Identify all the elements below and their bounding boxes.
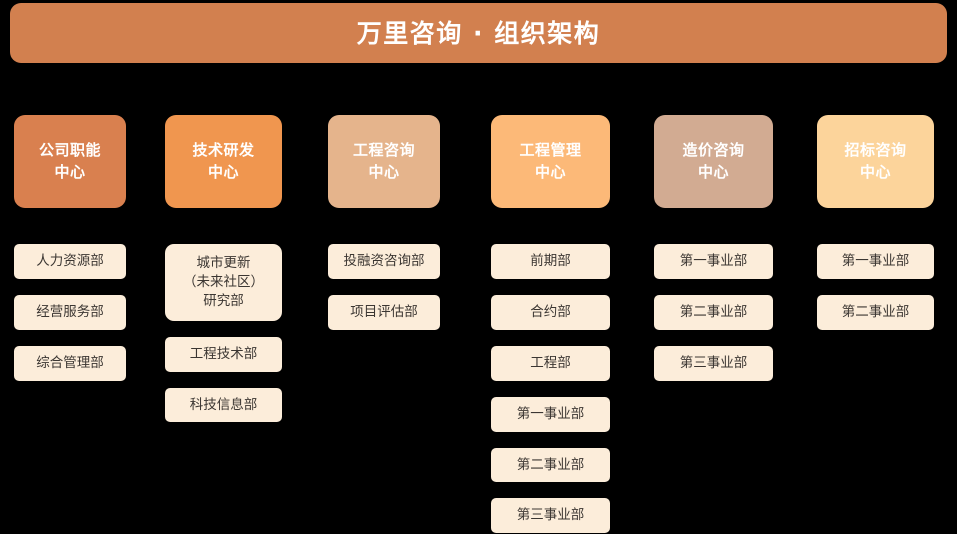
column-header-line-1: 造价咨询 <box>682 140 745 159</box>
department-label: 工程技术部 <box>190 345 258 364</box>
column-items-3: 投融资咨询部项目评估部 <box>328 244 440 330</box>
department-box[interactable]: 人力资源部 <box>14 244 126 279</box>
department-label-line: （未来社区） <box>183 273 264 290</box>
column-header-line-2: 中心 <box>697 162 729 181</box>
department-label-line: 工程技术部 <box>189 345 258 362</box>
column-header-label: 技术研发中心 <box>192 140 254 184</box>
department-label: 投融资咨询部 <box>344 252 425 271</box>
department-box[interactable]: 第三事业部 <box>654 345 773 381</box>
department-box[interactable]: 第三事业部 <box>491 498 610 534</box>
column-items-5: 第一事业部第二事业部第三事业部 <box>654 244 773 381</box>
department-box[interactable]: 综合管理部 <box>14 345 126 381</box>
column-header-label: 造价咨询中心 <box>682 140 744 184</box>
department-label: 人力资源部 <box>36 252 104 271</box>
department-label: 前期部 <box>530 252 571 271</box>
org-column-1: 公司职能中心人力资源部经营服务部综合管理部 <box>14 115 126 381</box>
department-box[interactable]: 投融资咨询部 <box>328 244 440 279</box>
department-box[interactable]: 工程技术部 <box>165 336 282 372</box>
column-items-1: 人力资源部经营服务部综合管理部 <box>14 244 126 381</box>
department-box[interactable]: 第二事业部 <box>491 447 610 483</box>
column-header-line-2: 中心 <box>368 162 400 181</box>
department-box[interactable]: 科技信息部 <box>165 387 282 423</box>
department-label-line: 人力资源部 <box>36 253 104 269</box>
department-label-line: 第二事业部 <box>841 303 910 320</box>
column-header-label: 公司职能中心 <box>39 140 101 184</box>
column-items-2: 城市更新 （未来社区） 研究部工程技术部科技信息部 <box>165 244 282 423</box>
column-header-4[interactable]: 工程管理中心 <box>491 115 610 208</box>
column-header-line-1: 工程咨询 <box>352 140 415 159</box>
department-label: 工程部 <box>530 354 571 373</box>
department-box[interactable]: 第二事业部 <box>654 294 773 330</box>
department-label-line: 合约部 <box>530 303 571 320</box>
org-column-3: 工程咨询中心投融资咨询部项目评估部 <box>328 115 440 330</box>
department-label: 项目评估部 <box>350 303 418 322</box>
department-box[interactable]: 经营服务部 <box>14 294 126 330</box>
column-header-line-1: 公司职能 <box>38 140 101 159</box>
department-label-line: 科技信息部 <box>189 396 258 413</box>
department-label: 第一事业部 <box>680 252 748 271</box>
department-label: 经营服务部 <box>36 303 104 322</box>
department-box[interactable]: 前期部 <box>491 244 610 279</box>
department-box[interactable]: 工程部 <box>491 345 610 381</box>
department-label-line: 研究部 <box>203 292 244 309</box>
department-box[interactable]: 项目评估部 <box>328 294 440 330</box>
department-label-line: 项目评估部 <box>350 303 418 320</box>
column-header-label: 工程咨询中心 <box>353 140 415 184</box>
department-label-line: 第一事业部 <box>841 253 910 269</box>
column-header-line-2: 中心 <box>859 162 891 181</box>
column-header-label: 工程管理中心 <box>519 140 581 184</box>
department-label: 城市更新 （未来社区） 研究部 <box>183 254 264 311</box>
department-label: 第三事业部 <box>517 506 585 525</box>
department-label: 第二事业部 <box>842 303 910 322</box>
column-header-line-2: 中心 <box>534 162 566 181</box>
page-title: 万里咨询 · 组织架构 <box>356 18 601 48</box>
department-label: 科技信息部 <box>190 396 258 415</box>
department-box[interactable]: 城市更新 （未来社区） 研究部 <box>165 244 282 321</box>
department-label-line: 第一事业部 <box>516 405 585 422</box>
column-header-2[interactable]: 技术研发中心 <box>165 115 282 208</box>
department-label-line: 第二事业部 <box>679 303 748 320</box>
department-label: 第二事业部 <box>680 303 748 322</box>
column-header-line-1: 招标咨询 <box>844 140 907 159</box>
department-label: 第三事业部 <box>680 354 748 373</box>
department-label-line: 前期部 <box>530 253 571 269</box>
department-box[interactable]: 第一事业部 <box>491 396 610 432</box>
column-header-5[interactable]: 造价咨询中心 <box>654 115 773 208</box>
column-header-line-2: 中心 <box>54 162 86 181</box>
org-column-4: 工程管理中心前期部合约部工程部第一事业部第二事业部第三事业部 <box>491 115 610 534</box>
department-label: 合约部 <box>530 303 571 322</box>
column-header-line-1: 技术研发 <box>192 140 255 159</box>
department-box[interactable]: 第一事业部 <box>654 244 773 279</box>
department-label: 第二事业部 <box>517 456 585 475</box>
department-label-line: 城市更新 <box>196 255 251 271</box>
department-box[interactable]: 第一事业部 <box>817 244 934 279</box>
column-items-4: 前期部合约部工程部第一事业部第二事业部第三事业部 <box>491 244 610 534</box>
department-label-line: 综合管理部 <box>36 354 104 371</box>
department-label-line: 第三事业部 <box>516 507 585 524</box>
page-title-banner: 万里咨询 · 组织架构 <box>10 3 947 63</box>
column-header-label: 招标咨询中心 <box>844 140 906 184</box>
department-label-line: 工程部 <box>530 354 571 371</box>
department-label-line: 投融资咨询部 <box>343 253 425 269</box>
column-header-3[interactable]: 工程咨询中心 <box>328 115 440 208</box>
column-header-line-2: 中心 <box>207 162 239 181</box>
org-columns-container: 公司职能中心人力资源部经营服务部综合管理部 技术研发中心城市更新 （未来社区） 研究部… <box>0 115 957 534</box>
org-column-2: 技术研发中心城市更新 （未来社区） 研究部工程技术部科技信息部 <box>165 115 282 423</box>
department-box[interactable]: 合约部 <box>491 294 610 330</box>
column-header-6[interactable]: 招标咨询中心 <box>817 115 934 208</box>
department-label: 第一事业部 <box>842 252 910 271</box>
column-items-6: 第一事业部第二事业部 <box>817 244 934 330</box>
org-column-6: 招标咨询中心第一事业部第二事业部 <box>817 115 934 330</box>
department-label-line: 第三事业部 <box>679 354 748 371</box>
department-label: 综合管理部 <box>36 354 104 373</box>
department-label: 第一事业部 <box>517 405 585 424</box>
column-header-line-1: 工程管理 <box>519 140 582 159</box>
department-label-line: 第一事业部 <box>679 253 748 269</box>
department-box[interactable]: 第二事业部 <box>817 294 934 330</box>
org-column-5: 造价咨询中心第一事业部第二事业部第三事业部 <box>654 115 773 381</box>
column-header-1[interactable]: 公司职能中心 <box>14 115 126 208</box>
department-label-line: 第二事业部 <box>516 456 585 473</box>
department-label-line: 经营服务部 <box>36 303 104 320</box>
